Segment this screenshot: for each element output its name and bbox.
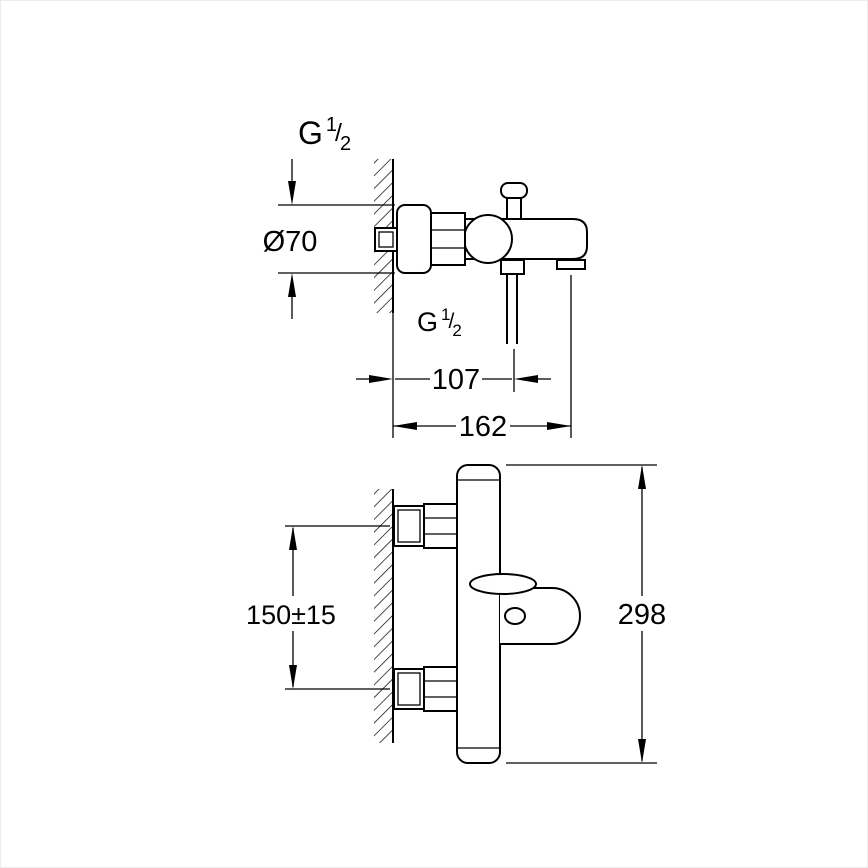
dim-298: 298	[506, 464, 671, 764]
dim-162: 162	[393, 275, 572, 443]
dim-107: 107	[356, 349, 551, 396]
valve-cylinder	[463, 214, 513, 264]
wall-section-front	[374, 489, 394, 743]
union-top	[393, 503, 458, 549]
dim-107-value: 107	[432, 364, 480, 396]
wall-pipe-stub	[374, 227, 398, 252]
diameter-value: Ø70	[263, 226, 318, 258]
union-bottom	[393, 666, 458, 712]
escutcheon-side	[396, 204, 432, 274]
diverter-stem	[506, 196, 522, 221]
dim-298-value: 298	[618, 599, 666, 631]
dim-162-value: 162	[459, 411, 507, 443]
spout-opening	[504, 607, 526, 625]
wall-hatch-front	[374, 489, 393, 743]
spout-front	[500, 587, 581, 645]
lever-handle	[469, 573, 537, 595]
aerator	[556, 259, 586, 270]
dim-diameter-70: Ø70	[263, 159, 395, 319]
diverter-knob	[500, 182, 528, 199]
shower-outlet-fitting	[500, 259, 525, 275]
dim-150-value: 150±15	[246, 600, 336, 630]
union-nut-side	[430, 212, 466, 266]
thermostat-body	[456, 464, 501, 764]
front-view: 150±15 298	[234, 464, 671, 764]
wall-section-top	[374, 159, 394, 438]
dim-150: 150±15	[234, 525, 390, 690]
faucet-side-view	[374, 182, 588, 344]
